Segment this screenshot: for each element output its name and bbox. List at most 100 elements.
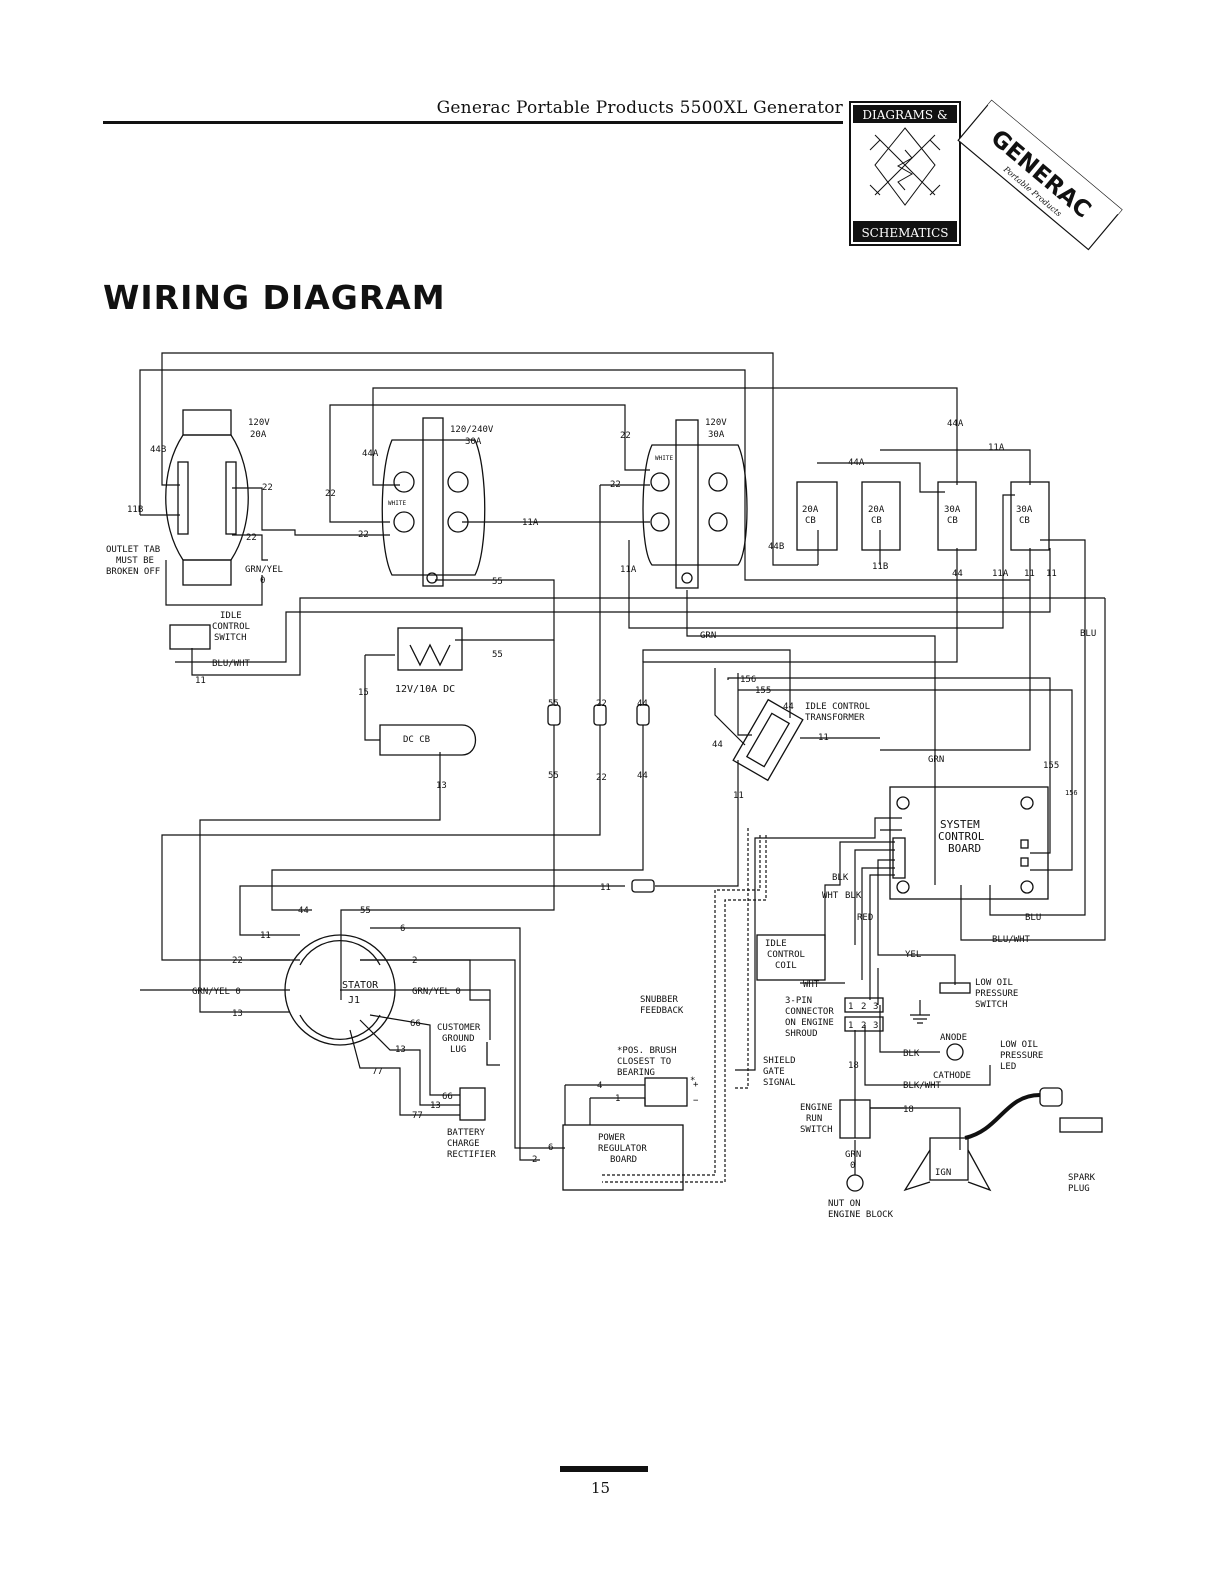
outlet-left-volt: 120V [248, 418, 270, 428]
wire-15: 15 [358, 688, 369, 698]
wire-44b-left: 44B [150, 445, 166, 455]
breaker-3-rating: 30A [944, 505, 961, 515]
outlet-right-volt: 120V [705, 418, 727, 428]
white-label-mid: WHITE [388, 500, 406, 507]
ground-lug-2: GROUND [442, 1034, 475, 1044]
dc-cb-label: DC CB [403, 735, 430, 745]
ign-label: IGN [935, 1168, 951, 1178]
connector-11 [631, 879, 655, 893]
wire-155-top: 155 [755, 686, 771, 696]
snubber-1: SNUBBER [640, 995, 679, 1005]
stator [284, 934, 396, 1046]
logo-top-text: DIAGRAMS & [862, 108, 948, 122]
stator-label: STATOR [342, 980, 379, 991]
wire-11-connector: 11 [600, 883, 611, 893]
power-regulator-board [562, 1124, 684, 1191]
system-control-board [889, 786, 1049, 900]
wire-blu-scb: BLU [1025, 913, 1041, 923]
connector-44 [636, 704, 650, 726]
wire-22-f: 22 [610, 480, 621, 490]
three-pin-4: SHROUD [785, 1029, 818, 1039]
rectifier-3: RECTIFIER [447, 1150, 496, 1160]
nut-label-1: NUT ON [828, 1199, 861, 1209]
page-number: 15 [591, 1479, 611, 1497]
shield-3: SIGNAL [763, 1078, 796, 1088]
shield-2: GATE [763, 1067, 785, 1077]
wire-22-c: 22 [325, 489, 336, 499]
three-pin-connector-bottom [844, 1016, 884, 1032]
wire-11-left: 11 [195, 676, 206, 686]
wire-4: 4 [597, 1081, 602, 1091]
rectifier-2: CHARGE [447, 1139, 480, 1149]
document-title: Generac Portable Products 5500XL Generat… [436, 98, 843, 118]
brush-plus: + [693, 1080, 699, 1090]
engine-run-1: ENGINE [800, 1103, 833, 1113]
wire-55-bottom: 55 [548, 771, 559, 781]
wire-44-trans-left: 44 [712, 740, 723, 750]
breaker-1-rating: 20A [802, 505, 819, 515]
spark-plug-1: SPARK [1068, 1173, 1096, 1183]
low-oil-pressure-switch [939, 982, 971, 994]
scb-label-2: CONTROL [938, 830, 985, 843]
outlet-mid-volt: 120/240V [450, 425, 494, 435]
wire-13-stator-b: 13 [395, 1045, 406, 1055]
pin-3-top: 3 [873, 1002, 878, 1012]
breaker-1-type: CB [805, 516, 816, 526]
breaker-3-type: CB [947, 516, 958, 526]
outlet-120v-20a [165, 409, 249, 586]
low-oil-switch-2: PRESSURE [975, 989, 1018, 999]
wire-66-stator: 66 [410, 1019, 421, 1029]
low-oil-led-3: LED [1000, 1062, 1016, 1072]
brush-note-3: BEARING [617, 1068, 655, 1078]
outlet-mid-amp: 30A [465, 437, 482, 447]
customer-ground-lug [486, 1042, 500, 1066]
wire-0-left: 0 [260, 576, 265, 586]
engine-run-3: SWITCH [800, 1125, 833, 1135]
low-oil-pressure-led [946, 1043, 964, 1061]
outlet-tab-note-2: MUST BE [116, 556, 154, 566]
wire-11b-breaker: 11B [872, 562, 888, 572]
snubber-2: FEEDBACK [640, 1006, 684, 1016]
wire-wht-b: WHT [803, 980, 820, 990]
wire-grnyel0-left: GRN/YEL 0 [192, 987, 241, 997]
wire-44a-mid: 44A [362, 449, 379, 459]
anode-label: ANODE [940, 1033, 967, 1043]
wire-11-trans-low: 11 [733, 791, 744, 801]
wire-44a-breaker: 44A [848, 458, 865, 468]
wire-11-stator: 11 [260, 931, 271, 941]
wire-red: RED [857, 913, 873, 923]
three-pin-connector-top [844, 997, 884, 1013]
dc-circuit-breaker [379, 724, 476, 756]
brush-note-1: *POS. BRUSH [617, 1046, 677, 1056]
dc-breaker-12v [397, 627, 463, 671]
ground-lug-1: CUSTOMER [437, 1023, 481, 1033]
wire-11a-top: 11A [988, 443, 1005, 453]
white-label-right: WHITE [655, 455, 673, 462]
diagrams-schematics-logo: DIAGRAMS & SCHEMATICS [849, 101, 961, 246]
header-rule [103, 121, 843, 124]
wire-18-b: 18 [903, 1105, 914, 1115]
engine-run-switch [839, 1099, 871, 1139]
pin-1-top: 1 [848, 1002, 853, 1012]
wires [139, 352, 1106, 1183]
idle-control-switch [169, 624, 211, 650]
wire-blk-b: BLK [845, 891, 862, 901]
transformer-label-2: TRANSFORMER [805, 713, 865, 723]
generac-logo: GENERAC Portable Products [957, 99, 1123, 251]
engine-run-2: RUN [806, 1114, 822, 1124]
wire-2-reg: 2 [532, 1155, 537, 1165]
wire-11a-right: 11A [620, 565, 637, 575]
outlet-right-amp: 30A [708, 430, 725, 440]
brush-note-2: CLOSEST TO [617, 1057, 671, 1067]
logo-bottom-text: SCHEMATICS [861, 226, 948, 240]
battery-charge-rectifier [459, 1087, 486, 1121]
wire-2-stator: 2 [412, 956, 417, 966]
power-reg-2: REGULATOR [598, 1144, 647, 1154]
brush-star: * [690, 1076, 695, 1086]
three-pin-1: 3-PIN [785, 996, 812, 1006]
wire-55-dc: 55 [492, 650, 503, 660]
low-oil-led-1: LOW OIL [1000, 1040, 1038, 1050]
footer-bar [560, 1466, 648, 1472]
wire-11b-left: 11B [127, 505, 143, 515]
